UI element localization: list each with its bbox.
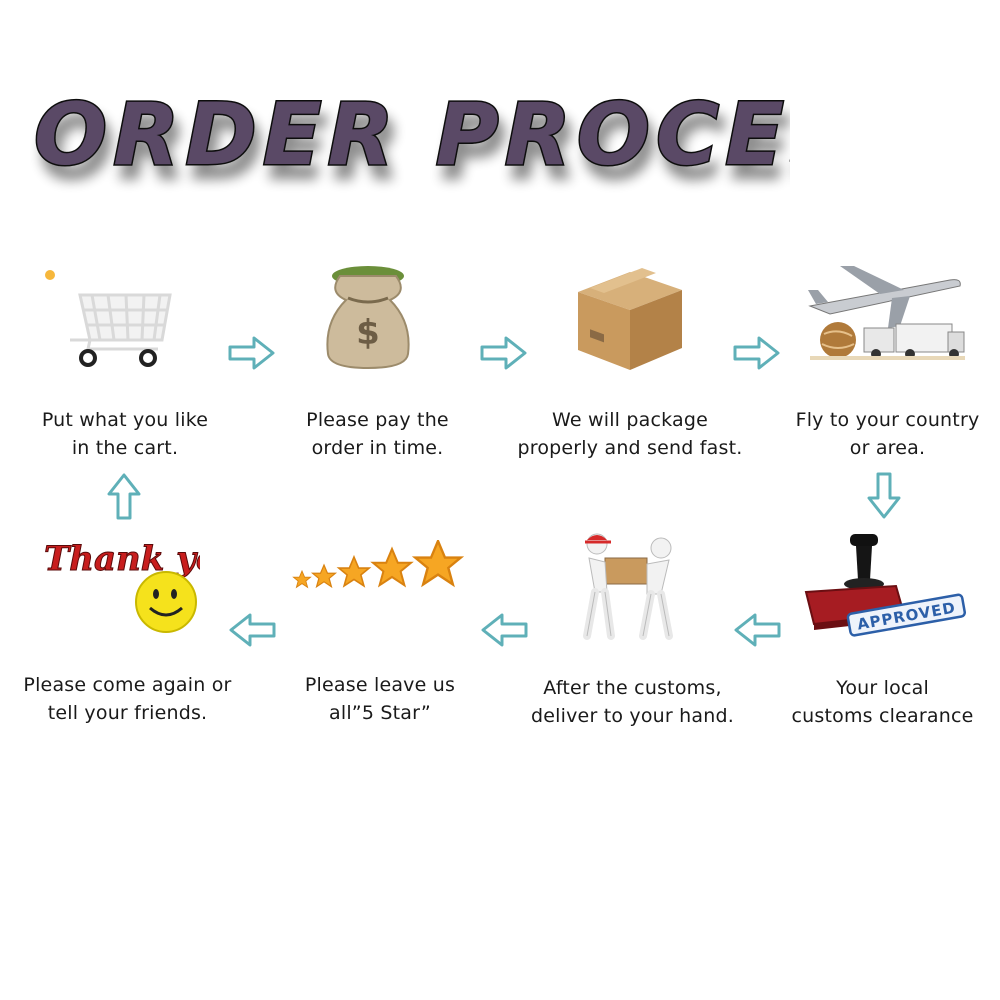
arrow-right-icon xyxy=(228,336,275,370)
arrow-up-icon xyxy=(107,473,141,520)
arrow-down-icon xyxy=(867,472,901,519)
arrow-right-icon xyxy=(480,336,527,370)
thank-you-smiley-icon: Thank you! xyxy=(44,539,200,633)
step-7-caption: Please leave us all”5 Star” xyxy=(304,674,456,724)
airplane-truck-icon xyxy=(808,266,965,360)
page-title: ORDER PROCESS xyxy=(33,84,791,187)
svg-text:ORDER PROCESS: ORDER PROCESS xyxy=(34,85,790,185)
shopping-cart-icon xyxy=(45,270,172,367)
arrow-left-icon xyxy=(734,613,781,647)
step-1-caption: Put what you like in the cart. xyxy=(41,409,209,459)
cardboard-box-icon xyxy=(578,268,682,370)
arrow-right-icon xyxy=(733,336,780,370)
money-bag-icon: $ xyxy=(326,266,410,370)
step-4-caption: Fly to your country or area. xyxy=(795,409,980,459)
step-6-caption: After the customs, deliver to your hand. xyxy=(531,677,734,727)
arrow-left-icon xyxy=(481,613,528,647)
step-3-caption: We will package properly and send fast. xyxy=(517,409,743,459)
arrow-left-icon xyxy=(229,613,276,647)
step-5-caption: Your local customs clearance xyxy=(791,677,974,727)
five-stars-icon xyxy=(293,540,462,588)
delivery-men-icon xyxy=(583,533,673,640)
svg-text:$: $ xyxy=(356,313,380,353)
step-2-caption: Please pay the order in time. xyxy=(306,409,449,459)
approved-stamp-icon: APPROVED xyxy=(804,534,967,637)
step-8-caption: Please come again or tell your friends. xyxy=(23,674,232,724)
